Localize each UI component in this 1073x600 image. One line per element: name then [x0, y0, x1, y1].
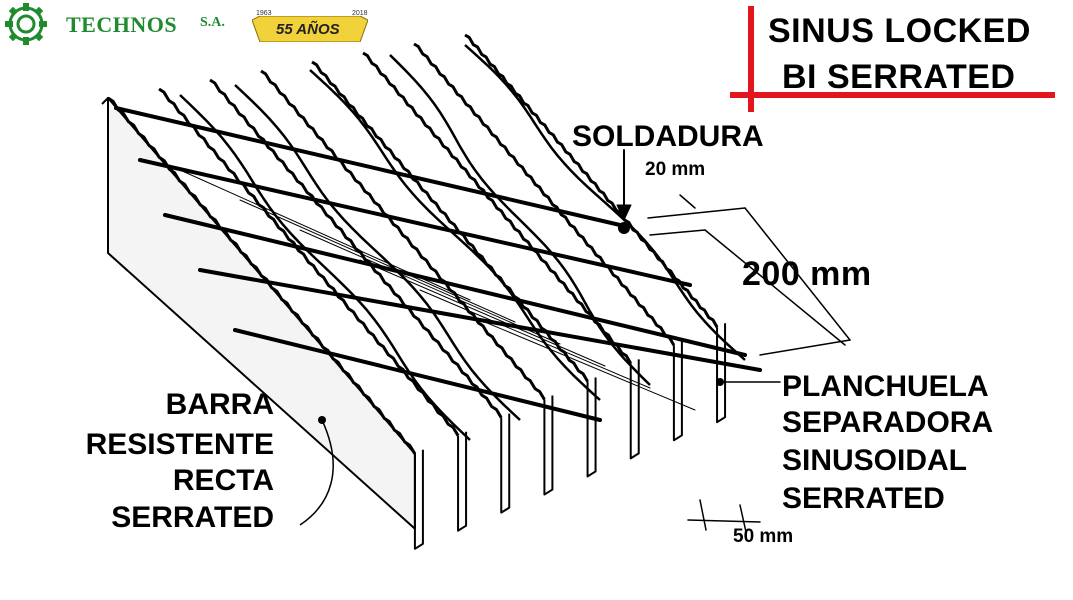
- title-line-2: BI SERRATED: [782, 58, 1016, 96]
- sinusoidal-bar-1: [234, 84, 521, 421]
- bearing-bar-top-edge-1: [158, 87, 460, 437]
- technos-logo-icon: [5, 3, 47, 45]
- dim-50-tick-a: [699, 499, 707, 531]
- bearing-bar-end-5: [629, 359, 640, 460]
- spacer-bar-line-3: SINUSOIDAL: [782, 444, 968, 477]
- bearing-bar-end-2: [500, 413, 511, 514]
- dim-50-label: 50 mm: [733, 526, 794, 547]
- hidden-line-1: [239, 199, 516, 323]
- bearing-bar-line-2: RESISTENTE: [85, 428, 274, 461]
- bearing-bar-line-1: BARRA: [165, 388, 274, 421]
- dim-20-extension-a: [647, 207, 746, 219]
- bearing-bar-line-4: SERRATED: [111, 501, 274, 534]
- sinusoidal-bar-3: [389, 54, 651, 386]
- weld-point: [618, 222, 630, 234]
- dim-50-tick-b: [739, 504, 747, 533]
- sinusoidal-bar-0: [179, 94, 471, 441]
- dim-50-line: [687, 519, 761, 523]
- bearing-bar-end-4: [586, 377, 597, 478]
- hidden-line-4: [419, 289, 651, 389]
- bearing-bar-end-3: [543, 395, 554, 496]
- weld-arrow-head: [616, 204, 632, 221]
- bearing-bar-end-7: [716, 323, 727, 424]
- spacer-bar-line-2: SEPARADORA: [782, 406, 994, 439]
- spacer-bar-line-1: PLANCHUELA: [782, 370, 989, 403]
- bearing-bar-line-3: RECTA: [172, 464, 274, 497]
- bearing-bar-top-edge-3: [260, 69, 546, 401]
- bearing-bar-end-6: [672, 341, 683, 442]
- dim-20-tick: [679, 194, 696, 209]
- dim-200-extension: [759, 339, 851, 356]
- spacer-bar-line-4: SERRATED: [782, 482, 945, 515]
- sinusoidal-bar-2: [309, 69, 601, 401]
- front-bearing-bar-edge: [101, 97, 109, 253]
- hidden-line-0: [179, 169, 471, 301]
- hidden-line-5: [479, 319, 696, 411]
- bearing-bar-top-edge-6: [413, 42, 676, 347]
- spacer-bar-2: [163, 213, 747, 357]
- bearing-bar-leader: [299, 419, 334, 526]
- spacer-bar-0: [114, 106, 622, 227]
- dim-20-label: 20 mm: [645, 159, 706, 180]
- spacer-bar-1: [138, 158, 692, 287]
- spacer-bar-leader-dot: [716, 378, 724, 386]
- dim-200-line-outer: [744, 207, 851, 341]
- weld-label: SOLDADURA: [572, 120, 764, 153]
- bearing-bar-top-edge-0: [107, 96, 417, 455]
- bearing-bar-leader-dot: [318, 416, 326, 424]
- dim-20-extension-b: [649, 229, 706, 236]
- anniversary-badge-text: 55 AÑOS: [276, 21, 340, 38]
- spacer-bar-4: [233, 328, 602, 422]
- anniversary-badge: [252, 16, 368, 42]
- dim-200-label: 200 mm: [742, 255, 872, 293]
- dim-200-line-inner: [704, 229, 846, 346]
- sinusoidal-bar-4: [464, 44, 746, 361]
- title-line-1: SINUS LOCKED: [768, 12, 1031, 50]
- hidden-line-2: [299, 229, 561, 345]
- badge-year-end: 2018: [352, 10, 368, 17]
- brand-name: TECHNOS: [66, 12, 178, 37]
- bearing-bar-end-1: [457, 431, 468, 532]
- brand-suffix: S.A.: [200, 15, 225, 30]
- bearing-bar-top-edge-5: [362, 51, 633, 365]
- bearing-bar-top-edge-4: [311, 60, 589, 383]
- hidden-line-3: [359, 259, 606, 367]
- badge-year-start: 1963: [256, 10, 272, 17]
- bearing-bar-end-0: [413, 449, 424, 550]
